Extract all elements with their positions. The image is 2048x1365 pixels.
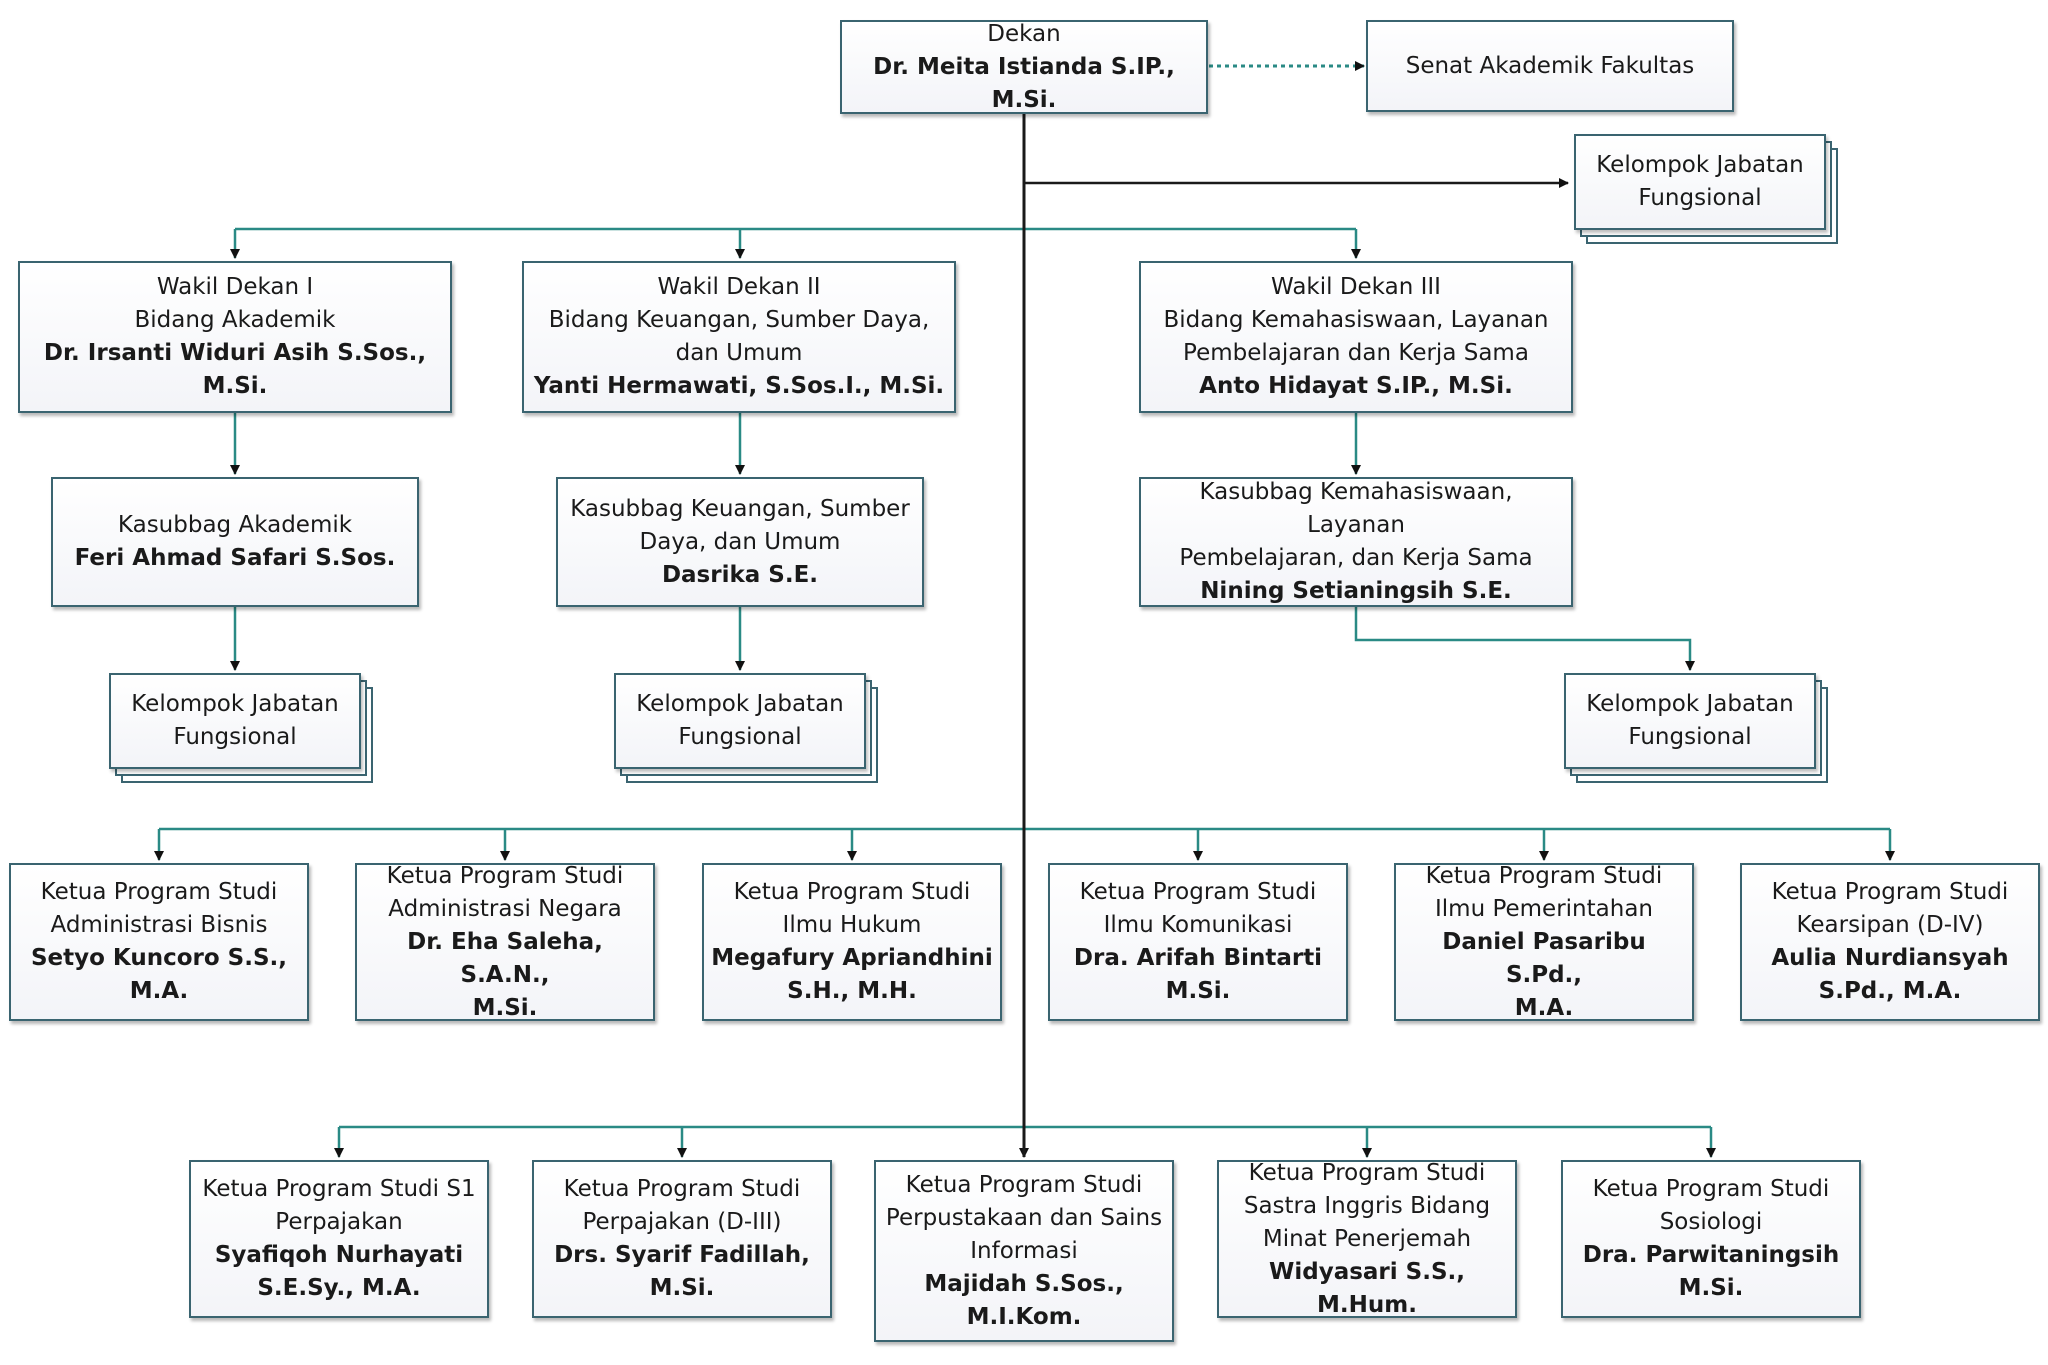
prodi-field-cont: Minat Penerjemah [1262,1225,1472,1252]
prodi-perpajakan-d3: Ketua Program Studi Perpajakan (D-III) D… [532,1160,832,1318]
senate-box: Senat Akademik Fakultas [1366,20,1734,112]
prodi-head-degree: M.I.Kom. [966,1303,1082,1330]
kasubbag-1-box: Kasubbag Akademik Feri Ahmad Safari S.So… [51,477,419,607]
functional-label-line2: Fungsional [678,724,802,750]
prodi-head-degree: M.Si. [1165,978,1231,1004]
vice-dean-3-name: Anto Hidayat S.IP., M.Si. [1199,373,1513,399]
prodi-head-name: Daniel Pasaribu S.Pd., [1442,928,1646,988]
prodi-head-degree: M.Si. [1678,1275,1744,1301]
prodi-field: Perpajakan (D-III) [582,1209,782,1235]
dean-name: Dr. Meita Istianda S.IP., M.Si. [873,53,1175,113]
prodi-head-name: Setyo Kuncoro S.S., [30,945,288,971]
dean-box: Dekan Dr. Meita Istianda S.IP., M.Si. [840,20,1208,114]
functional-label-line1: Kelompok Jabatan [636,691,844,717]
vice-dean-1-box: Wakil Dekan I Bidang Akademik Dr. Irsant… [18,261,452,413]
dean-title: Dekan [987,20,1061,47]
vice-dean-2-field-cont: dan Umum [675,340,803,366]
prodi-head-name: Drs. Syarif Fadillah, M.Si. [554,1242,810,1301]
vice-dean-1-title: Wakil Dekan I [156,274,314,300]
prodi-sastra-inggris: Ketua Program Studi Sastra Inggris Bidan… [1217,1160,1517,1318]
functional-label-line2: Fungsional [1638,185,1762,211]
functional-label-line2: Fungsional [1628,724,1752,750]
prodi-head-name: Dr. Eha Saleha, S.A.N., [407,928,603,988]
functional-label-line1: Kelompok Jabatan [1586,691,1794,717]
kasubbag-1-title: Kasubbag Akademik [117,512,353,538]
prodi-sosiologi: Ketua Program Studi Sosiologi Dra. Parwi… [1561,1160,1861,1318]
prodi-head-name: Majidah S.Sos., [924,1270,1124,1297]
prodi-field: Sosiologi [1659,1209,1763,1235]
kasubbag-3-title: Kasubbag Kemahasiswaan, Layanan [1199,479,1513,538]
prodi-head-degree: M.A. [1514,994,1574,1021]
kasubbag-2-box: Kasubbag Keuangan, Sumber Daya, dan Umum… [556,477,924,607]
prodi-head-name: Dra. Parwitaningsih [1582,1242,1840,1268]
prodi-field: Ilmu Pemerintahan [1434,895,1653,922]
prodi-field: Kearsipan (D-IV) [1796,912,1984,938]
kasubbag-3-box: Kasubbag Kemahasiswaan, Layanan Pembelaj… [1139,477,1573,607]
prodi-head-name: Megafury Apriandhini [711,945,993,971]
prodi-ilmu-komunikasi: Ketua Program Studi Ilmu Komunikasi Dra.… [1048,863,1348,1021]
prodi-administrasi-negara: Ketua Program Studi Administrasi Negara … [355,863,655,1021]
prodi-s1-perpajakan: Ketua Program Studi S1 Perpajakan Syafiq… [189,1160,489,1318]
prodi-field: Administrasi Negara [388,895,622,922]
prodi-title: Ketua Program Studi [386,862,624,889]
senate-label: Senat Akademik Fakultas [1405,52,1695,79]
kasubbag-2-title-cont: Daya, dan Umum [639,528,841,555]
prodi-title: Ketua Program Studi [1425,862,1663,889]
prodi-title: Ketua Program Studi [40,879,278,905]
prodi-field: Administrasi Bisnis [50,912,268,938]
vice-dean-2-title: Wakil Dekan II [657,274,821,300]
vice-dean-2-name: Yanti Hermawati, S.Sos.I., M.Si. [533,373,945,399]
kasubbag-2-title: Kasubbag Keuangan, Sumber [570,495,910,522]
functional-label-line1: Kelompok Jabatan [1596,152,1804,178]
prodi-title: Ketua Program Studi [1771,879,2009,905]
vice-dean-2-box: Wakil Dekan II Bidang Keuangan, Sumber D… [522,261,956,413]
prodi-field: Perpajakan [275,1209,403,1235]
prodi-head-degree: S.E.Sy., M.A. [257,1275,421,1301]
prodi-title: Ketua Program Studi [1248,1159,1486,1186]
prodi-head-degree: S.Pd., M.A. [1818,978,1962,1004]
vice-dean-3-field-cont: Pembelajaran dan Kerja Sama [1183,340,1529,366]
kasubbag-3-name: Nining Setianingsih S.E. [1200,578,1512,604]
kasubbag-2-name: Dasrika S.E. [661,561,819,588]
prodi-kearsipan: Ketua Program Studi Kearsipan (D-IV) Aul… [1740,863,2040,1021]
prodi-title: Ketua Program Studi [905,1171,1143,1198]
prodi-head-name: Syafiqoh Nurhayati [214,1242,464,1268]
kasubbag-3-title-cont: Pembelajaran, dan Kerja Sama [1179,545,1533,571]
prodi-head-degree: M.A. [129,978,189,1004]
prodi-head-degree: S.H., M.H. [787,978,917,1004]
functional-label-line1: Kelompok Jabatan [131,691,339,717]
prodi-field: Ilmu Hukum [782,912,922,938]
vice-dean-3-box: Wakil Dekan III Bidang Kemahasiswaan, La… [1139,261,1573,413]
vice-dean-3-title: Wakil Dekan III [1271,274,1441,300]
kasubbag-1-name: Feri Ahmad Safari S.Sos. [74,545,396,571]
vice-dean-1-field: Bidang Akademik [134,307,336,333]
prodi-head-name: Aulia Nurdiansyah [1771,945,2009,971]
vice-dean-2-field: Bidang Keuangan, Sumber Daya, [548,307,930,333]
prodi-perpustakaan: Ketua Program Studi Perpustakaan dan Sai… [874,1160,1174,1342]
prodi-title: Ketua Program Studi [1592,1176,1830,1202]
vice-dean-1-name: Dr. Irsanti Widuri Asih S.Sos., M.Si. [43,340,427,399]
prodi-ilmu-hukum: Ketua Program Studi Ilmu Hukum Megafury … [702,863,1002,1021]
prodi-title: Ketua Program Studi [1079,879,1317,905]
prodi-title: Ketua Program Studi S1 [202,1176,476,1202]
prodi-field: Ilmu Komunikasi [1103,912,1293,938]
prodi-head-degree: M.Si. [472,994,538,1021]
prodi-title: Ketua Program Studi [733,879,971,905]
prodi-field-cont: Informasi [970,1237,1078,1264]
functional-label-line2: Fungsional [173,724,297,750]
prodi-ilmu-pemerintahan: Ketua Program Studi Ilmu Pemerintahan Da… [1394,863,1694,1021]
prodi-title: Ketua Program Studi [563,1176,801,1202]
prodi-administrasi-bisnis: Ketua Program Studi Administrasi Bisnis … [9,863,309,1021]
vice-dean-3-field: Bidang Kemahasiswaan, Layanan [1163,307,1549,333]
prodi-head-name: Widyasari S.S., M.Hum. [1268,1258,1466,1318]
prodi-field: Sastra Inggris Bidang [1243,1192,1491,1219]
prodi-field: Perpustakaan dan Sains [885,1204,1163,1231]
prodi-head-name: Dra. Arifah Bintarti [1073,945,1323,971]
